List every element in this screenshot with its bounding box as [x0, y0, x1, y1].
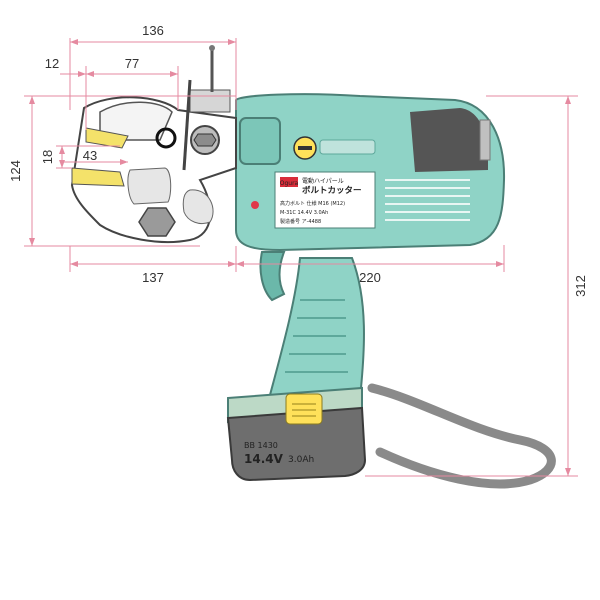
- battery-pack: [226, 406, 367, 482]
- dim-label-12: 12: [45, 56, 59, 71]
- dim-label-43: 43: [83, 148, 97, 163]
- indicator-light: [251, 201, 259, 209]
- label-line-2: ボルトカッター: [302, 185, 362, 196]
- handle-grip: [268, 257, 365, 400]
- dim-label-18: 18: [40, 150, 55, 164]
- battery-model: BB 1430: [244, 441, 278, 450]
- brand-badge-text: Ogura: [280, 180, 299, 187]
- wrist-strap: [367, 383, 556, 489]
- front-collar: [239, 117, 281, 165]
- brand-badge: [280, 177, 298, 187]
- ext-312: [365, 95, 578, 477]
- top-pin-cap: [209, 45, 215, 51]
- battery-voltage: 14.4V: [244, 452, 284, 466]
- lower-blade: [71, 167, 125, 187]
- dim-label-124: 124: [8, 160, 23, 182]
- spec-line-3: 製造番号 ア-4488: [280, 218, 321, 225]
- dim-label-77: 77: [125, 56, 139, 71]
- ext-124: [24, 95, 236, 247]
- jaw-cutout-2: [182, 189, 214, 225]
- dim-label-312: 312: [573, 275, 588, 297]
- dimline-77: [86, 66, 179, 110]
- dim-label-137: 137: [142, 270, 164, 285]
- label-line-1: 電動ハイパール: [302, 177, 344, 185]
- battery-capacity: 3.0Ah: [288, 455, 314, 465]
- jaw-cutout-1: [127, 167, 172, 205]
- vent-lines: [385, 179, 470, 221]
- ext-18: [56, 145, 120, 169]
- dim-label-220: 220: [359, 270, 381, 285]
- dimension-arrows: [29, 39, 571, 476]
- pivot-ring: [155, 127, 177, 149]
- dimension-lines: [24, 38, 578, 477]
- rear-clip: [479, 119, 491, 161]
- battery-latch-grip: [292, 403, 316, 417]
- dim-label-136: 136: [142, 23, 164, 38]
- spec-line-1: 高力ボルト 仕様 M16 (M12): [280, 200, 345, 207]
- side-strip: [319, 139, 376, 155]
- upper-blade: [85, 127, 129, 149]
- grip-ridges: [285, 299, 348, 373]
- motor-window: [410, 108, 488, 172]
- rotation-arm: [182, 79, 192, 171]
- hex-nut: [138, 207, 176, 237]
- pivot-bolt: [193, 133, 217, 147]
- top-fitting: [189, 89, 231, 113]
- trigger: [259, 251, 286, 302]
- product-label: [274, 171, 376, 229]
- release-knob-slot: [298, 146, 312, 150]
- spec-line-2: M-31C 14.4V 3.0Ah: [280, 210, 328, 216]
- battery-latch: [285, 393, 323, 425]
